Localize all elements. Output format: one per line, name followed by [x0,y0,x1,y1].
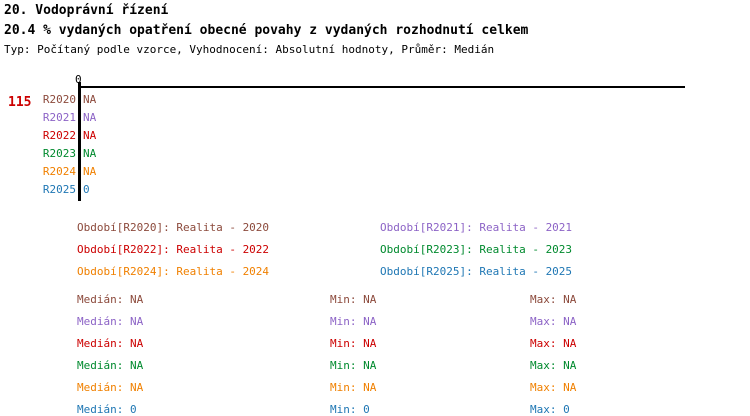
series-label-r2021: R2021 [42,111,76,124]
stat-max-r2025: Max: 0 [530,403,570,416]
record-count-badge: 115 [8,95,32,110]
legend-item-r2025[interactable]: Období[R2025]: Realita - 2025 [380,265,573,278]
axis-tick-label-zero: 0 [75,73,82,86]
stat-median-r2021: Medián: NA [77,315,144,328]
stat-median-r2024: Medián: NA [77,381,144,394]
stat-max-r2022: Max: NA [530,337,577,350]
legend-item-r2021[interactable]: Období[R2021]: Realita - 2021 [380,221,573,234]
series-label-r2024: R2024 [42,165,76,178]
series-value-r2023: NA [83,147,97,160]
series-value-r2022: NA [83,129,97,142]
legend-item-r2023[interactable]: Období[R2023]: Realita - 2023 [380,243,573,256]
legend-item-r2020[interactable]: Období[R2020]: Realita - 2020 [77,221,270,234]
series-value-r2024: NA [83,165,97,178]
legend-item-r2022[interactable]: Období[R2022]: Realita - 2022 [77,243,270,256]
series-label-r2020: R2020 [42,93,76,106]
page-title: 20. Vodoprávní řízení [4,3,169,18]
stat-min-r2025: Min: 0 [330,403,370,416]
series-value-r2020: NA [83,93,97,106]
chart-meta-line: Typ: Počítaný podle vzorce, Vyhodnocení:… [4,43,495,56]
series-label-r2022: R2022 [42,129,76,142]
stat-max-r2021: Max: NA [530,315,577,328]
y-axis-line [78,82,81,201]
stat-min-r2024: Min: NA [330,381,377,394]
stat-median-r2020: Medián: NA [77,293,144,306]
legend-item-r2024[interactable]: Období[R2024]: Realita - 2024 [77,265,270,278]
stat-min-r2022: Min: NA [330,337,377,350]
stat-max-r2023: Max: NA [530,359,577,372]
x-axis-line [78,86,685,88]
series-value-r2025: 0 [83,183,90,196]
stat-max-r2020: Max: NA [530,293,577,306]
stat-min-r2020: Min: NA [330,293,377,306]
series-value-r2021: NA [83,111,97,124]
series-label-r2025: R2025 [42,183,76,196]
stat-median-r2023: Medián: NA [77,359,144,372]
series-label-r2023: R2023 [42,147,76,160]
stat-min-r2023: Min: NA [330,359,377,372]
stat-median-r2025: Medián: 0 [77,403,137,416]
stat-median-r2022: Medián: NA [77,337,144,350]
stat-min-r2021: Min: NA [330,315,377,328]
stat-max-r2024: Max: NA [530,381,577,394]
indicator-title: 20.4 % vydaných opatření obecné povahy z… [4,23,529,38]
